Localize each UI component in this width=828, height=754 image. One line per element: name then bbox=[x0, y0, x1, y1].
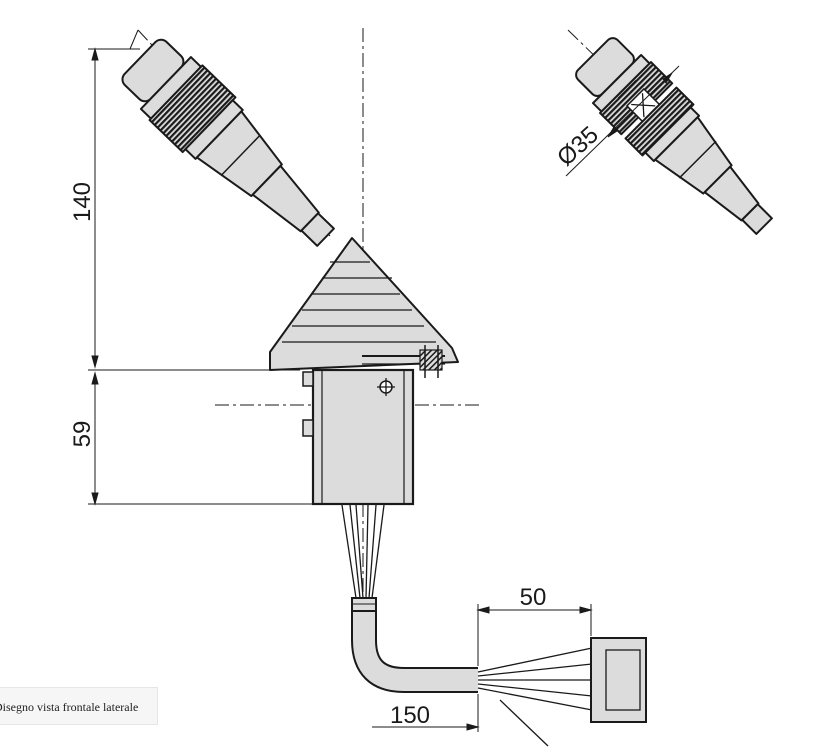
dimension-label-59: 59 bbox=[69, 421, 96, 448]
connector-block bbox=[590, 637, 647, 723]
dimension-59 bbox=[88, 371, 314, 506]
joystick-head bbox=[269, 237, 459, 378]
image-caption: Disegno vista frontale laterale bbox=[0, 687, 158, 725]
dimension-label-diameter: Ø35 bbox=[552, 121, 604, 171]
wires-lower bbox=[477, 647, 593, 747]
dimension-diameter bbox=[565, 65, 680, 177]
dimension-label-140: 140 bbox=[69, 182, 96, 222]
joystick-handle bbox=[121, 38, 335, 247]
detail-handle bbox=[575, 37, 773, 235]
joystick-body bbox=[302, 368, 415, 506]
dimension-140 bbox=[88, 29, 300, 371]
dimension-50 bbox=[476, 604, 593, 666]
dimension-label-150: 150 bbox=[390, 702, 430, 729]
wires-upper bbox=[341, 504, 385, 599]
dimension-label-50: 50 bbox=[520, 584, 547, 611]
dimension-150 bbox=[372, 694, 480, 732]
cable bbox=[351, 597, 478, 693]
